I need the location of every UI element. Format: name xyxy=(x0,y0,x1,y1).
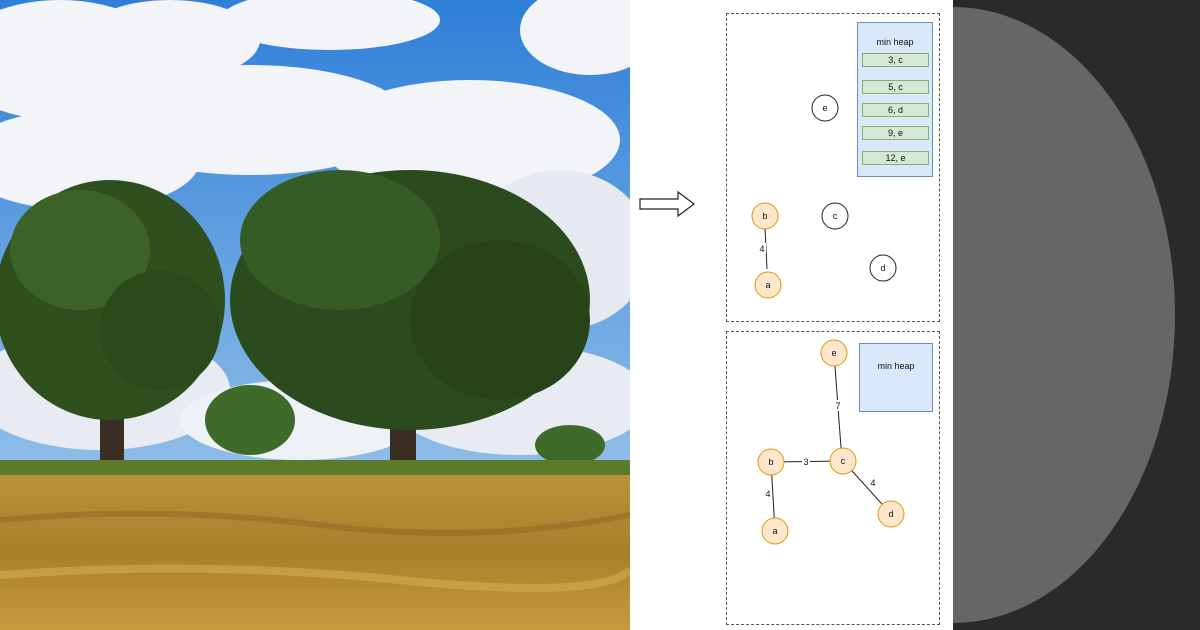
edge-weight-label: 4 xyxy=(765,489,770,499)
node-a: a xyxy=(754,271,782,299)
edge-weight-label: 4 xyxy=(759,244,764,254)
wheat-field xyxy=(0,460,630,630)
edge-weight-label: 7 xyxy=(835,401,840,411)
node-b: b xyxy=(757,448,785,476)
node-label: c xyxy=(833,211,838,221)
heap-item: 3, c xyxy=(862,53,929,67)
heap-item: 6, d xyxy=(862,103,929,117)
min-heap-box: min heap xyxy=(859,343,933,412)
node-b: b xyxy=(751,202,779,230)
node-d: d xyxy=(877,500,905,528)
min-heap-box: min heap 3, c 5, c 6, d 9, e 12, e xyxy=(857,22,933,177)
node-d: d xyxy=(869,254,897,282)
graph-bottom: 7 3 4 4 e b c d xyxy=(757,339,905,545)
heap-item: 5, c xyxy=(862,80,929,94)
node-e: e xyxy=(820,339,848,367)
trees xyxy=(0,170,605,465)
heap-item: 9, e xyxy=(862,126,929,140)
node-c: c xyxy=(821,202,849,230)
landscape-photo xyxy=(0,0,630,630)
edge-weight-label: 3 xyxy=(803,457,808,467)
node-label: b xyxy=(768,457,773,467)
node-e: e xyxy=(811,94,839,122)
heap-title: min heap xyxy=(876,37,914,47)
node-label: a xyxy=(772,526,777,536)
node-label: d xyxy=(880,263,885,273)
decorative-side-panel xyxy=(953,0,1200,630)
node-label: e xyxy=(822,103,827,113)
edge-b-a: 4 xyxy=(758,227,768,270)
node-label: a xyxy=(765,280,770,290)
node-label: b xyxy=(762,211,767,221)
edge-weight-label: 4 xyxy=(870,478,875,488)
node-label: c xyxy=(841,456,846,466)
grey-disc xyxy=(953,7,1175,623)
node-c: c xyxy=(829,447,857,475)
right-arrow-icon xyxy=(639,190,695,218)
node-label: d xyxy=(888,509,893,519)
node-a: a xyxy=(761,517,789,545)
heap-title: min heap xyxy=(877,361,915,371)
edge-e-c: 7 xyxy=(833,352,843,462)
node-label: e xyxy=(831,348,836,358)
diagram-panel-bottom: 7 3 4 4 e b c d xyxy=(726,331,940,625)
heap-item: 12, e xyxy=(862,151,929,165)
graph-top: 4 e b c d a xyxy=(751,94,897,299)
diagram-panel-top: 4 e b c d a min heap 3, c 5, c 6, d 9, e… xyxy=(726,13,940,322)
